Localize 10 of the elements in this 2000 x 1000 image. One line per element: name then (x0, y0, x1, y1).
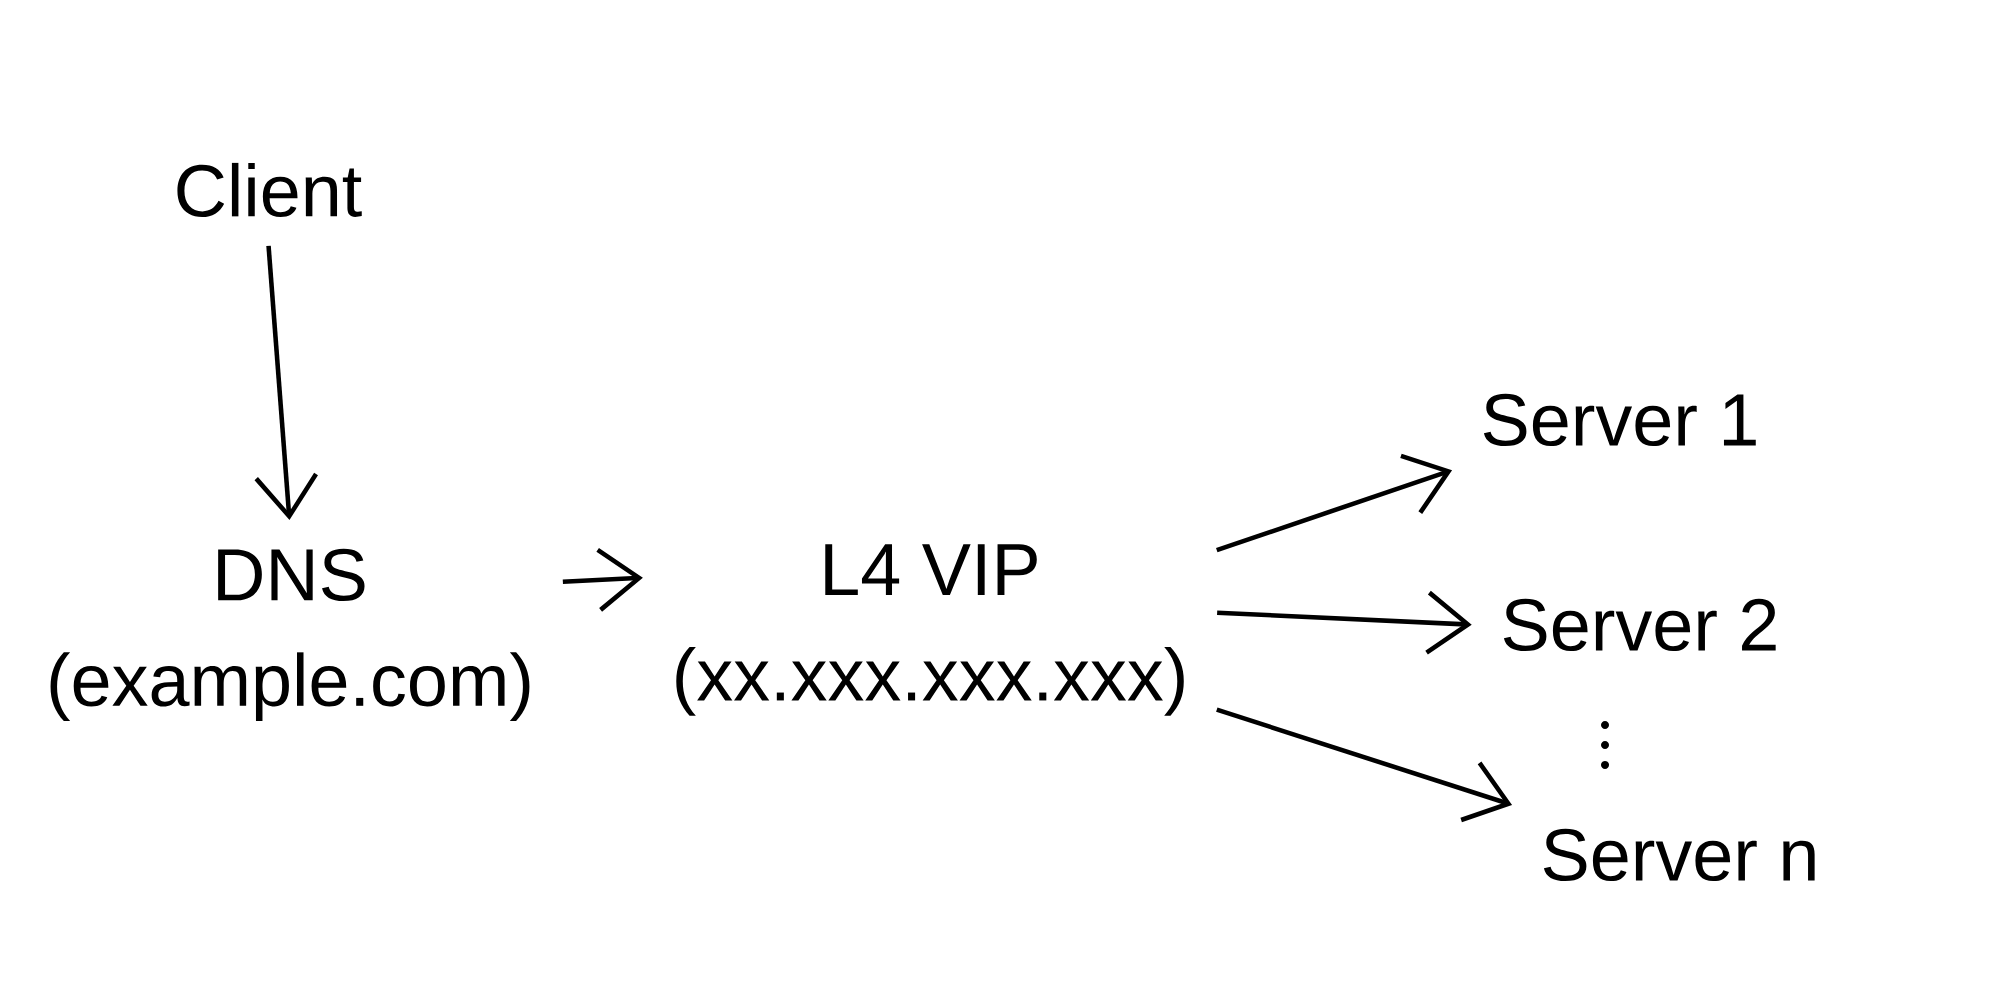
node-label: Server 2 (1503, 598, 1776, 652)
node-label: Client (177, 162, 362, 218)
arrow (1216, 453, 1453, 553)
node-label: L4 VIP (xx.xxx.xxx.xxx) (676, 544, 1184, 716)
node-label: Server n (1543, 828, 1815, 882)
arrow (254, 245, 318, 521)
arrow (1217, 590, 1472, 655)
node-label: DNS (example.com) (50, 548, 530, 722)
arrow (1216, 707, 1513, 823)
node-label: Server 1 (1483, 393, 1756, 447)
